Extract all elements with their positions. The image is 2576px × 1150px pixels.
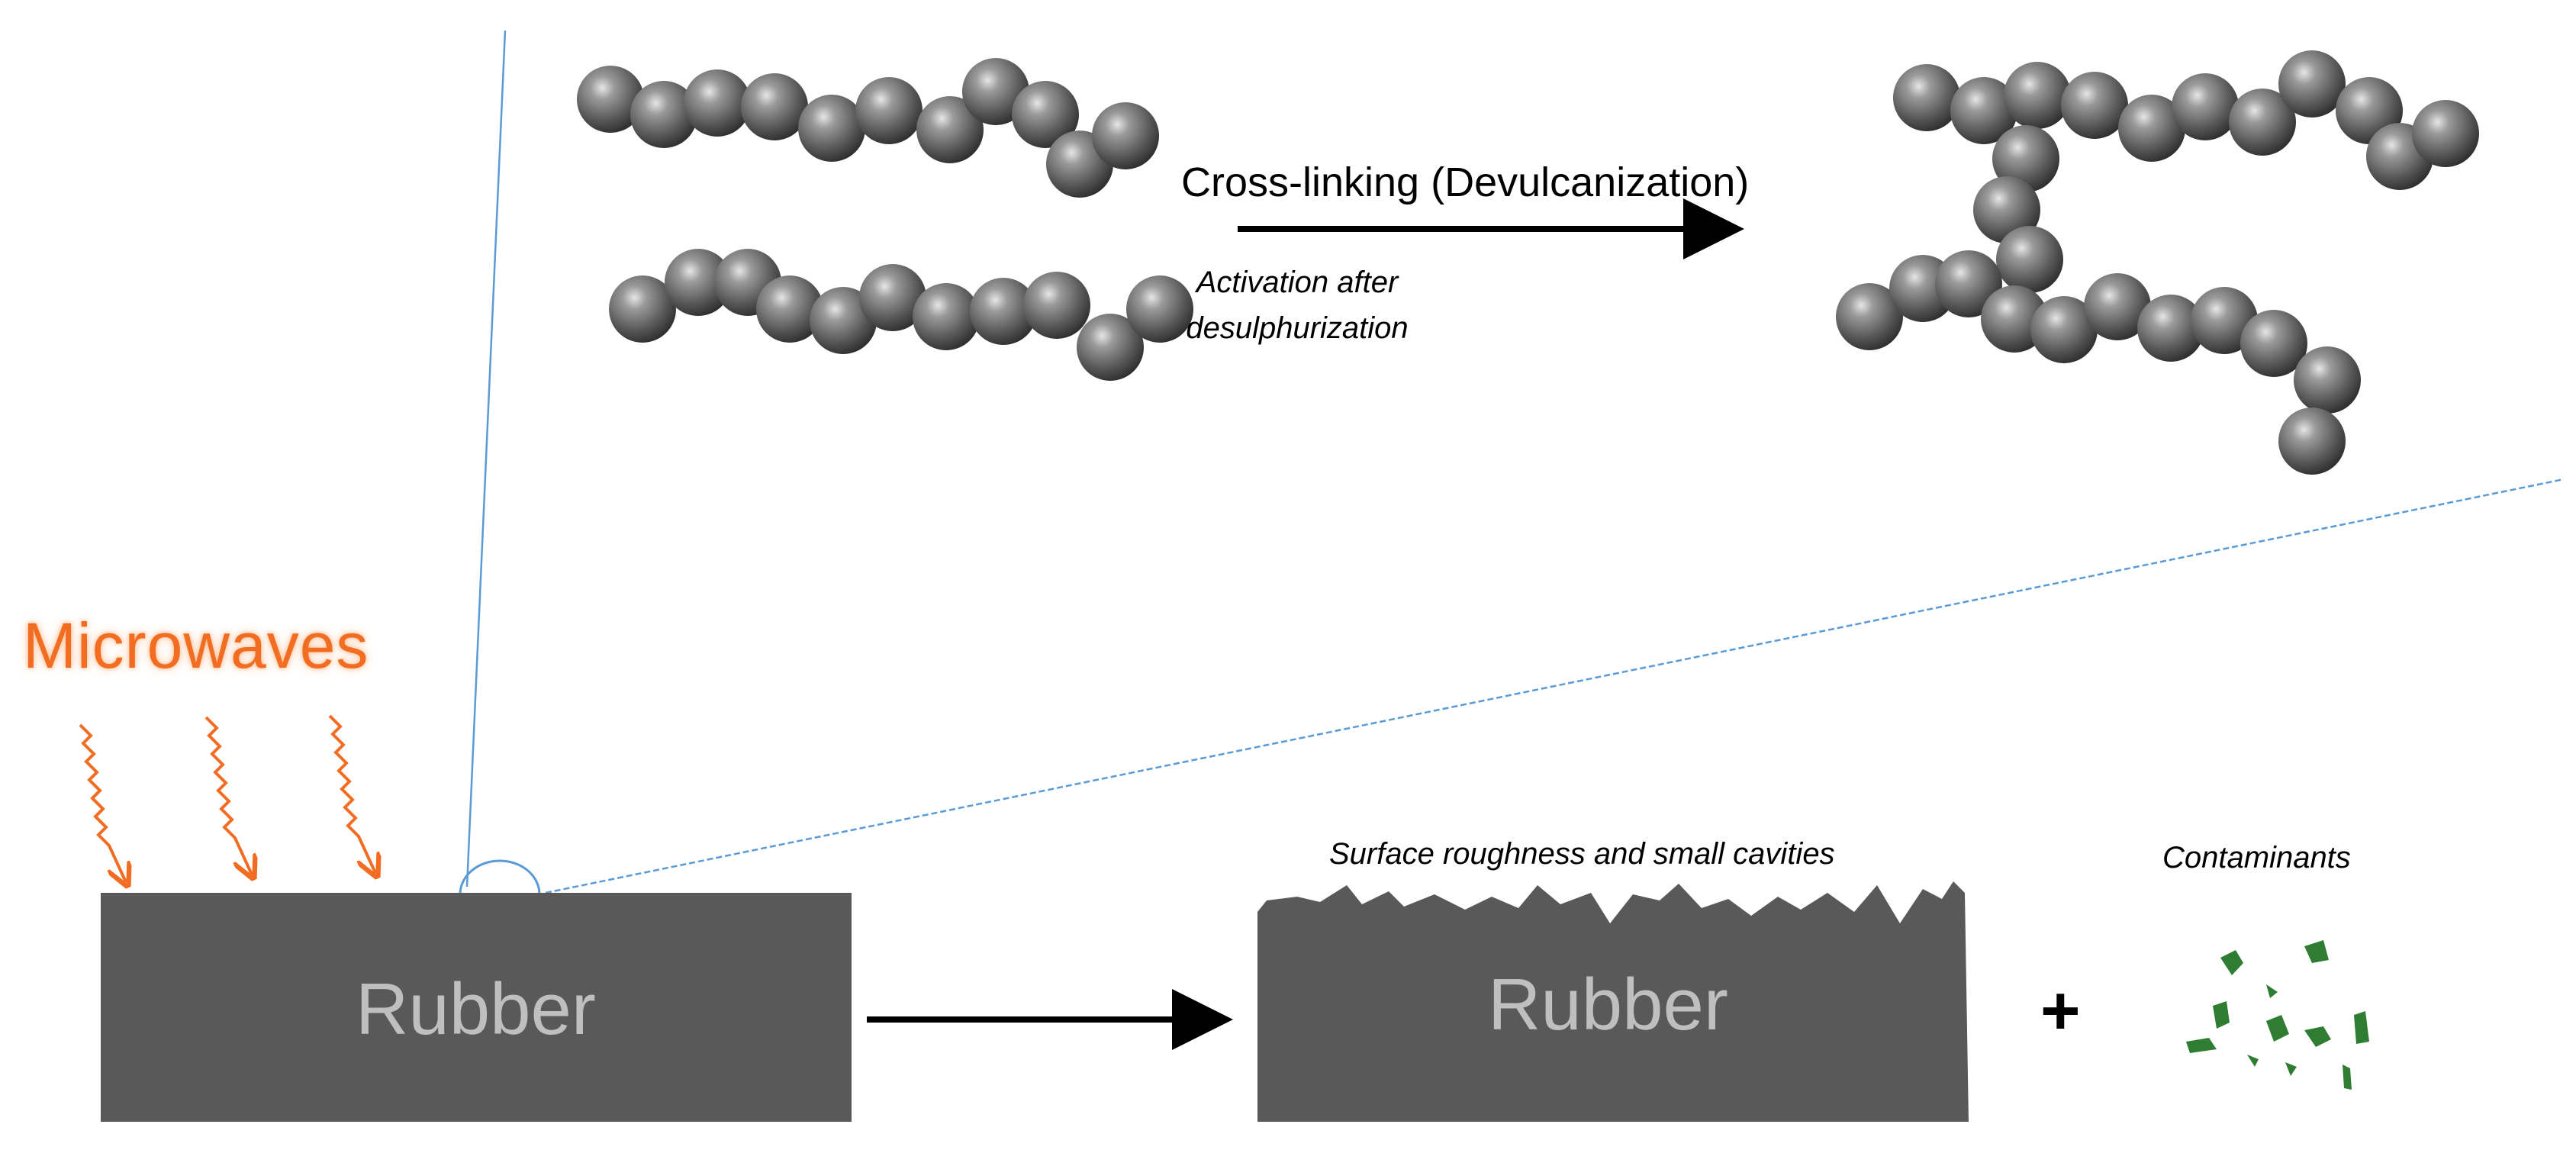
polymer-bead	[630, 81, 697, 148]
rubber-block-before	[101, 893, 852, 1122]
zoom-line-diagonal	[545, 478, 2565, 894]
polymer-bead	[970, 278, 1037, 345]
contaminant-particle	[2354, 1011, 2369, 1044]
surface-roughness-label: Surface roughness and small cavities	[1329, 837, 1835, 871]
polymer-bead	[913, 283, 980, 350]
contaminant-particle	[2266, 984, 2278, 998]
polymer-bead	[2278, 50, 2346, 118]
polymer-bead	[916, 96, 984, 163]
polymer-bead	[684, 69, 751, 137]
polymer-bead	[1836, 283, 1903, 350]
microwave-arrow	[328, 714, 375, 873]
polymer-bead	[577, 66, 644, 133]
polymer-bead	[1126, 275, 1193, 343]
polymer-bead	[2118, 95, 2185, 162]
contaminant-particle	[2304, 1026, 2331, 1047]
contaminants-label: Contaminants	[2162, 841, 2351, 875]
polymer-bead	[1893, 64, 1960, 131]
microwave-arrows	[79, 714, 375, 882]
contaminant-particle	[2213, 1001, 2230, 1029]
polymer-bead	[1092, 102, 1159, 169]
microwaves-label: Microwaves	[23, 610, 369, 681]
contaminant-particle	[2343, 1065, 2352, 1090]
polymer-bead	[665, 249, 732, 316]
polymer-bead	[1992, 125, 2059, 192]
polymer-bead	[741, 73, 808, 140]
polymer-bead	[1935, 250, 2002, 317]
zoom-line-vertical	[465, 30, 507, 887]
polymer-bead	[1012, 81, 1079, 148]
polymer-bead	[855, 77, 923, 144]
polymer-chains	[577, 50, 2479, 475]
polymer-bead	[2061, 72, 2128, 139]
polymer-bead	[1023, 272, 1090, 339]
contaminant-particle	[2220, 950, 2243, 975]
polymer-bead	[2412, 100, 2479, 167]
polymer-bead	[798, 95, 865, 162]
polymer-bead	[756, 275, 823, 343]
polymer-bead	[2278, 407, 2346, 475]
polymer-bead	[2084, 273, 2151, 340]
plus-sign: +	[2040, 973, 2081, 1049]
microwave-arrow	[204, 716, 252, 875]
polymer-bead	[1077, 314, 1144, 381]
polymer-bead	[859, 264, 926, 331]
polymer-bead	[2172, 73, 2239, 140]
contaminant-particle	[2266, 1015, 2289, 1042]
polymer-bead	[2137, 295, 2204, 362]
activation-label: Activation after desulphurization	[1186, 266, 1409, 345]
contaminant-particle	[2285, 1062, 2297, 1076]
polymer-bead	[2229, 89, 2296, 156]
contaminant-particles	[2186, 940, 2369, 1090]
polymer-bead	[1996, 226, 2063, 293]
polymer-bead	[2030, 296, 2098, 363]
microwave-arrow	[79, 723, 126, 882]
contaminant-particle	[2304, 940, 2329, 963]
contaminant-particle	[2247, 1055, 2259, 1067]
polymer-bead	[2294, 346, 2361, 414]
polymer-bead	[2240, 310, 2307, 377]
rubber-label-after: Rubber	[1488, 964, 1728, 1045]
polymer-bead	[609, 275, 676, 343]
polymer-bead	[2004, 62, 2071, 129]
rubber-block-after	[1257, 881, 1969, 1122]
polymer-bead	[1950, 77, 2017, 144]
crosslink-label: Cross-linking (Devulcanization)	[1181, 159, 1750, 205]
contaminant-particle	[2186, 1038, 2217, 1053]
rubber-label-before: Rubber	[356, 968, 596, 1050]
